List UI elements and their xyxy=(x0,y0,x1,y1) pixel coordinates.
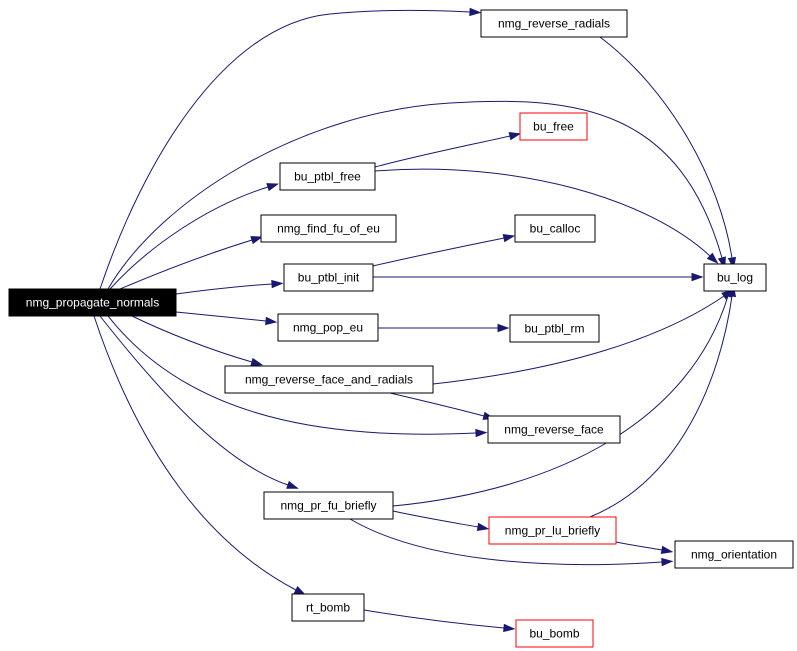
arrowhead xyxy=(508,132,522,141)
node-bu_ptbl_init[interactable]: bu_ptbl_init xyxy=(283,263,374,292)
edge-nmg_pr_fu_briefly-to-nmg_pr_lu_briefly xyxy=(392,510,490,532)
arrowhead xyxy=(497,323,510,333)
node-box xyxy=(703,263,767,292)
node-nmg_orientation[interactable]: nmg_orientation xyxy=(674,540,794,569)
node-bu_bomb[interactable]: bu_bomb xyxy=(515,619,594,648)
edge-nmg_reverse_radials-to-bu_log xyxy=(599,36,737,270)
node-box xyxy=(8,288,177,317)
node-nmg_pr_fu_briefly[interactable]: nmg_pr_fu_briefly xyxy=(263,491,394,520)
node-label: bu_free xyxy=(533,120,574,134)
node-bu_calloc[interactable]: bu_calloc xyxy=(514,214,596,243)
edge-bu_ptbl_init-to-bu_calloc xyxy=(372,233,516,267)
node-label: nmg_orientation xyxy=(691,548,777,562)
edge-bu_ptbl_free-to-bu_free xyxy=(374,132,522,168)
arrowhead xyxy=(476,522,490,532)
arrowhead xyxy=(502,233,516,243)
arrowhead xyxy=(286,480,299,489)
node-box xyxy=(674,540,794,569)
edge-bu_ptbl_init-to-bu_log xyxy=(373,272,704,282)
node-label: bu_ptbl_init xyxy=(298,271,360,285)
arrowhead xyxy=(250,357,264,366)
arrowhead xyxy=(271,279,284,289)
edge-nmg_propagate_normals-to-nmg_pop_eu xyxy=(175,311,278,326)
node-box xyxy=(283,263,374,292)
node-nmg_reverse_face[interactable]: nmg_reverse_face xyxy=(487,415,621,444)
arrowhead xyxy=(293,586,307,596)
edge-nmg_propagate_normals-to-bu_ptbl_init xyxy=(175,279,284,295)
arrowhead xyxy=(475,428,488,438)
edge-nmg_reverse_face_and_radials-to-nmg_reverse_face xyxy=(389,392,496,420)
arrowhead xyxy=(265,316,278,326)
node-label: nmg_pop_eu xyxy=(293,321,363,335)
node-box xyxy=(224,365,434,394)
node-bu_free[interactable]: bu_free xyxy=(519,112,588,141)
node-box xyxy=(487,415,621,444)
arrowhead xyxy=(661,557,674,567)
node-label: bu_log xyxy=(717,271,753,285)
node-box xyxy=(260,214,397,243)
node-label: nmg_reverse_radials xyxy=(498,17,610,31)
edge-nmg_pop_eu-to-bu_ptbl_rm xyxy=(378,323,510,333)
node-nmg_pop_eu[interactable]: nmg_pop_eu xyxy=(277,313,379,342)
edge-nmg_propagate_normals-to-nmg_pr_fu_briefly xyxy=(99,315,299,489)
edge-nmg_propagate_normals-to-rt_bomb xyxy=(93,315,307,596)
edge-nmg_propagate_normals-to-nmg_reverse_radials xyxy=(99,7,482,290)
edge-nmg_propagate_normals-to-nmg_reverse_face xyxy=(107,315,488,438)
node-nmg_propagate_normals[interactable]: nmg_propagate_normals xyxy=(8,288,177,317)
arrowhead xyxy=(706,252,719,264)
edge-nmg_pr_lu_briefly-to-nmg_orientation xyxy=(615,541,674,555)
node-box xyxy=(488,516,617,545)
node-box xyxy=(279,162,376,191)
node-box xyxy=(509,314,600,343)
node-box xyxy=(514,214,596,243)
call-nodes: nmg_propagate_normals nmg_reverse_radials… xyxy=(8,9,794,648)
node-label: bu_ptbl_rm xyxy=(524,322,584,336)
node-label: rt_bomb xyxy=(306,601,350,615)
arrowhead xyxy=(691,272,704,282)
node-label: bu_bomb xyxy=(529,627,579,641)
node-rt_bomb[interactable]: rt_bomb xyxy=(291,593,365,622)
node-label: bu_ptbl_free xyxy=(294,170,361,184)
node-label: nmg_pr_fu_briefly xyxy=(280,499,376,513)
node-box xyxy=(277,313,379,342)
node-nmg_reverse_radials[interactable]: nmg_reverse_radials xyxy=(480,9,628,38)
node-label: nmg_find_fu_of_eu xyxy=(277,222,380,236)
node-nmg_reverse_face_and_radials[interactable]: nmg_reverse_face_and_radials xyxy=(224,365,434,394)
call-edges xyxy=(93,7,737,633)
arrowhead xyxy=(503,623,516,633)
arrowhead xyxy=(469,7,482,17)
node-bu_ptbl_free[interactable]: bu_ptbl_free xyxy=(279,162,376,191)
node-box xyxy=(515,619,594,648)
node-bu_ptbl_rm[interactable]: bu_ptbl_rm xyxy=(509,314,600,343)
arrowhead xyxy=(250,236,263,245)
node-box xyxy=(519,112,588,141)
edge-nmg_propagate_normals-to-bu_log xyxy=(107,100,726,290)
node-label: nmg_propagate_normals xyxy=(26,296,159,310)
node-label: bu_calloc xyxy=(530,222,581,236)
edge-bu_ptbl_free-to-bu_log xyxy=(374,168,719,264)
arrowhead xyxy=(660,545,674,555)
node-label: nmg_reverse_face xyxy=(504,423,604,437)
node-label: nmg_reverse_face_and_radials xyxy=(245,373,413,387)
edge-nmg_propagate_normals-to-nmg_find_fu_of_eu xyxy=(119,236,263,290)
arrowhead xyxy=(266,183,279,192)
node-box xyxy=(263,491,394,520)
edge-nmg_pr_fu_briefly-to-nmg_orientation xyxy=(349,518,674,567)
edge-rt_bomb-to-bu_bomb xyxy=(363,609,516,633)
node-nmg_pr_lu_briefly[interactable]: nmg_pr_lu_briefly xyxy=(488,516,617,545)
node-box xyxy=(291,593,365,622)
node-label: nmg_pr_lu_briefly xyxy=(505,524,600,538)
edge-nmg_propagate_normals-to-bu_ptbl_free xyxy=(109,183,279,290)
node-nmg_find_fu_of_eu[interactable]: nmg_find_fu_of_eu xyxy=(260,214,397,243)
node-bu_log[interactable]: bu_log xyxy=(703,263,767,292)
edge-nmg_propagate_normals-to-nmg_reverse_face_and_radials xyxy=(131,315,264,366)
node-box xyxy=(480,9,628,38)
